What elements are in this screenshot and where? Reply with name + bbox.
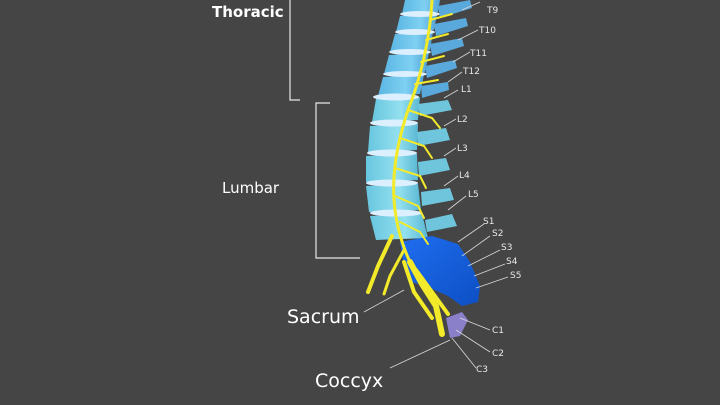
- label-s1: S1: [483, 217, 494, 227]
- label-l1: L1: [461, 85, 472, 95]
- label-l5: L5: [468, 190, 479, 200]
- thoracic-label: Thoracic: [212, 3, 284, 21]
- label-s5: S5: [510, 271, 521, 281]
- thoracic-bracket: [289, 0, 300, 101]
- label-l4: L4: [459, 171, 470, 181]
- label-t10: T10: [478, 26, 496, 36]
- label-s4: S4: [506, 257, 518, 267]
- label-t9: T9: [486, 6, 498, 16]
- coccyx-bone: [446, 312, 468, 338]
- label-s3: S3: [501, 243, 512, 253]
- label-t11: T11: [469, 49, 487, 59]
- label-c3: C3: [476, 365, 488, 375]
- sacrum-label: Sacrum: [287, 306, 360, 328]
- vertebral-column: [366, 0, 480, 338]
- lumbar-vertebrae: [366, 93, 457, 240]
- sacrum-bone: [400, 236, 480, 306]
- lumbar-bracket: [315, 102, 360, 259]
- label-l3: L3: [457, 144, 468, 154]
- leader-lines: [363, 1, 509, 369]
- label-t12: T12: [462, 67, 480, 77]
- lumbar-label: Lumbar: [222, 179, 280, 197]
- label-c1: C1: [492, 326, 504, 336]
- spinal-nerves: [366, 0, 453, 337]
- label-l2: L2: [457, 115, 468, 125]
- coccyx-label: Coccyx: [315, 370, 383, 392]
- label-s2: S2: [492, 229, 503, 239]
- label-c2: C2: [492, 349, 504, 359]
- thoracic-vertebrae: [378, 0, 472, 98]
